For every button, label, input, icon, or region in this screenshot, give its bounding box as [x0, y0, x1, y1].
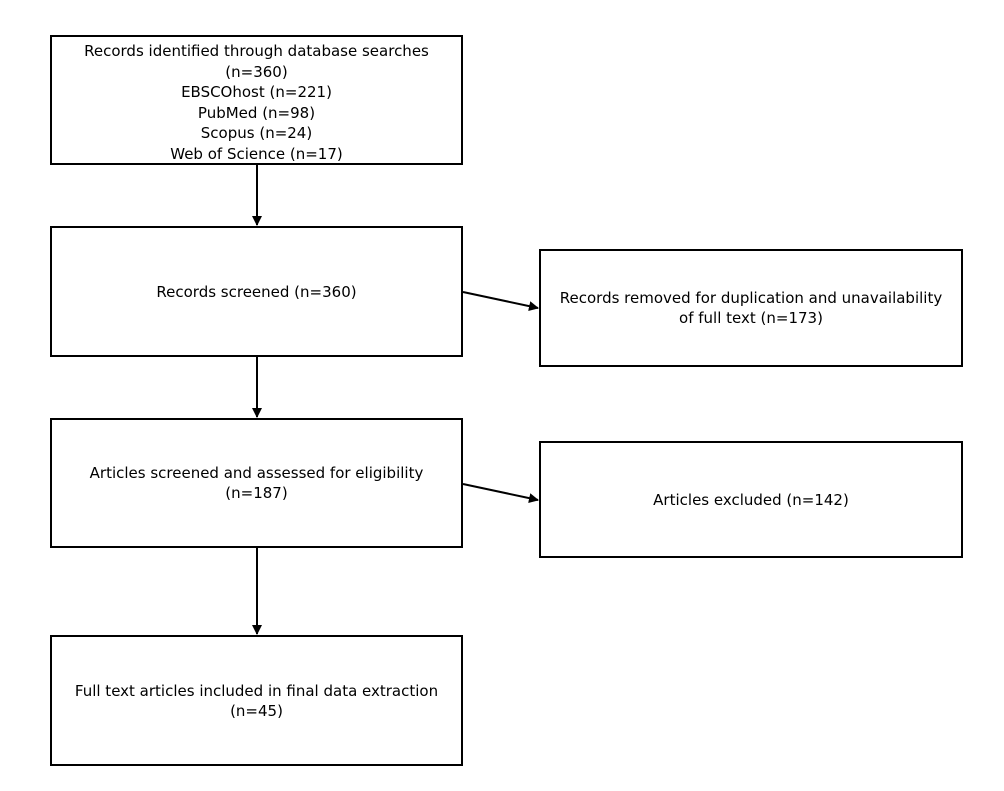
- articles-excluded-box: Articles excluded (n=142): [539, 441, 963, 558]
- records-screened-text: Records screened (n=360): [156, 282, 357, 301]
- arrow-assessed-to-excluded: [462, 483, 539, 504]
- source-web-of-science: Web of Science (n=17): [170, 144, 343, 163]
- records-identified-count: (n=360): [225, 62, 288, 81]
- records-removed-box: Records removed for duplication and unav…: [539, 249, 963, 367]
- articles-assessed-line1: Articles screened and assessed for eligi…: [89, 464, 424, 482]
- articles-included-box: Full text articles included in final dat…: [50, 635, 463, 766]
- source-scopus: Scopus (n=24): [200, 124, 313, 142]
- records-identified-title: Records identified through database sear…: [84, 42, 429, 60]
- source-pubmed: PubMed (n=98): [197, 103, 316, 122]
- records-identified-box: Records identified through database sear…: [50, 35, 463, 165]
- records-removed-line1: Records removed for duplication and unav…: [559, 289, 943, 307]
- articles-included-line1: Full text articles included in final dat…: [74, 681, 439, 700]
- source-ebscohost: EBSCOhost (n=221): [181, 83, 332, 101]
- articles-assessed-box: Articles screened and assessed for eligi…: [50, 418, 463, 548]
- arrow-screened-to-removed: [462, 291, 539, 312]
- records-screened-box: Records screened (n=360): [50, 226, 463, 357]
- records-removed-line2: of full text (n=173): [679, 309, 823, 327]
- articles-assessed-line2: (n=187): [225, 484, 288, 502]
- articles-excluded-text: Articles excluded (n=142): [653, 490, 849, 509]
- articles-included-line2: (n=45): [230, 701, 283, 720]
